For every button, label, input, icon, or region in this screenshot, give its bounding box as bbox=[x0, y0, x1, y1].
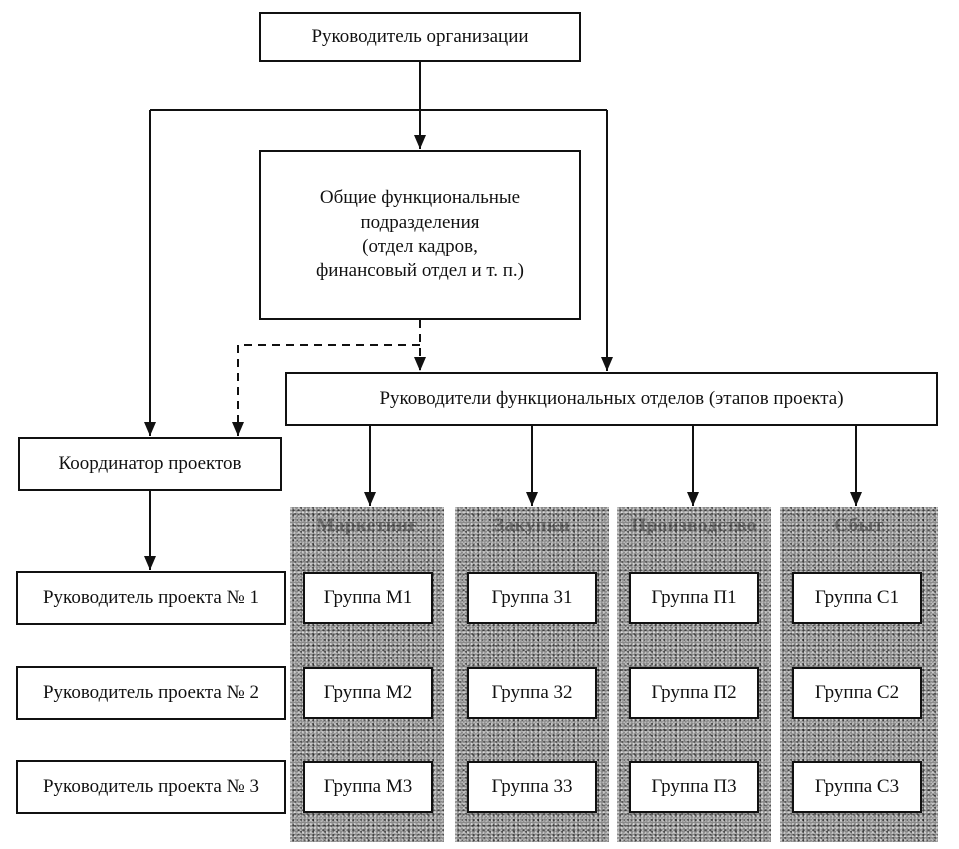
group-box: Группа С2 bbox=[792, 667, 922, 719]
project-manager-label: Руководитель проекта № 1 bbox=[42, 586, 259, 608]
general-units-line4: финансовый отдел и т. п.) bbox=[315, 260, 524, 282]
group-box: Группа М2 bbox=[303, 667, 433, 719]
column-title: Маркетинг bbox=[316, 515, 418, 536]
group-box: Группа С3 bbox=[792, 761, 922, 813]
functional-heads-box: Руководители функциональных отделов (эта… bbox=[285, 372, 938, 426]
general-units-line2: подразделения bbox=[360, 211, 480, 233]
group-label: Группа 33 bbox=[491, 776, 573, 797]
group-label: Группа М1 bbox=[323, 587, 413, 608]
group-label: Группа П2 bbox=[651, 682, 737, 703]
group-label: Группа С1 bbox=[814, 587, 900, 608]
column-title: Закупки bbox=[493, 515, 571, 536]
general-units-box: Общие функциональные подразделения (отде… bbox=[259, 150, 581, 320]
column-title: Сбыт bbox=[834, 515, 884, 536]
group-label: Группа П3 bbox=[651, 776, 737, 797]
group-box: Группа 31 bbox=[467, 572, 597, 624]
coordinator-box: Координатор проектов bbox=[18, 437, 282, 491]
group-label: Группа С2 bbox=[814, 682, 900, 703]
group-label: Группа С3 bbox=[814, 776, 900, 797]
group-box: Группа 32 bbox=[467, 667, 597, 719]
group-box: Группа П2 bbox=[629, 667, 759, 719]
group-box: Группа М3 bbox=[303, 761, 433, 813]
group-label: Группа 32 bbox=[491, 682, 573, 703]
project-manager-1: Руководитель проекта № 1 bbox=[16, 571, 286, 625]
group-box: Группа М1 bbox=[303, 572, 433, 624]
coordinator-label: Координатор проектов bbox=[58, 452, 242, 474]
org-head-box: Руководитель организации bbox=[259, 12, 581, 62]
project-manager-label: Руководитель проекта № 2 bbox=[42, 681, 259, 703]
group-box: Группа 33 bbox=[467, 761, 597, 813]
project-manager-2: Руководитель проекта № 2 bbox=[16, 666, 286, 720]
group-box: Группа П1 bbox=[629, 572, 759, 624]
group-label: Группа М2 bbox=[323, 682, 413, 703]
group-label: Группа П1 bbox=[651, 587, 737, 608]
project-manager-label: Руководитель проекта № 3 bbox=[42, 775, 259, 797]
general-units-line3: (отдел кадров, bbox=[362, 236, 478, 257]
org-head-label: Руководитель организации bbox=[311, 25, 529, 47]
group-box: Группа С1 bbox=[792, 572, 922, 624]
project-manager-3: Руководитель проекта № 3 bbox=[16, 760, 286, 814]
functional-heads-label: Руководители функциональных отделов (эта… bbox=[379, 387, 844, 409]
general-units-line1: Общие функциональные bbox=[319, 187, 521, 209]
group-label: Группа 31 bbox=[491, 587, 573, 608]
column-title: Производство bbox=[631, 515, 757, 536]
group-box: Группа П3 bbox=[629, 761, 759, 813]
group-label: Группа М3 bbox=[323, 776, 413, 797]
